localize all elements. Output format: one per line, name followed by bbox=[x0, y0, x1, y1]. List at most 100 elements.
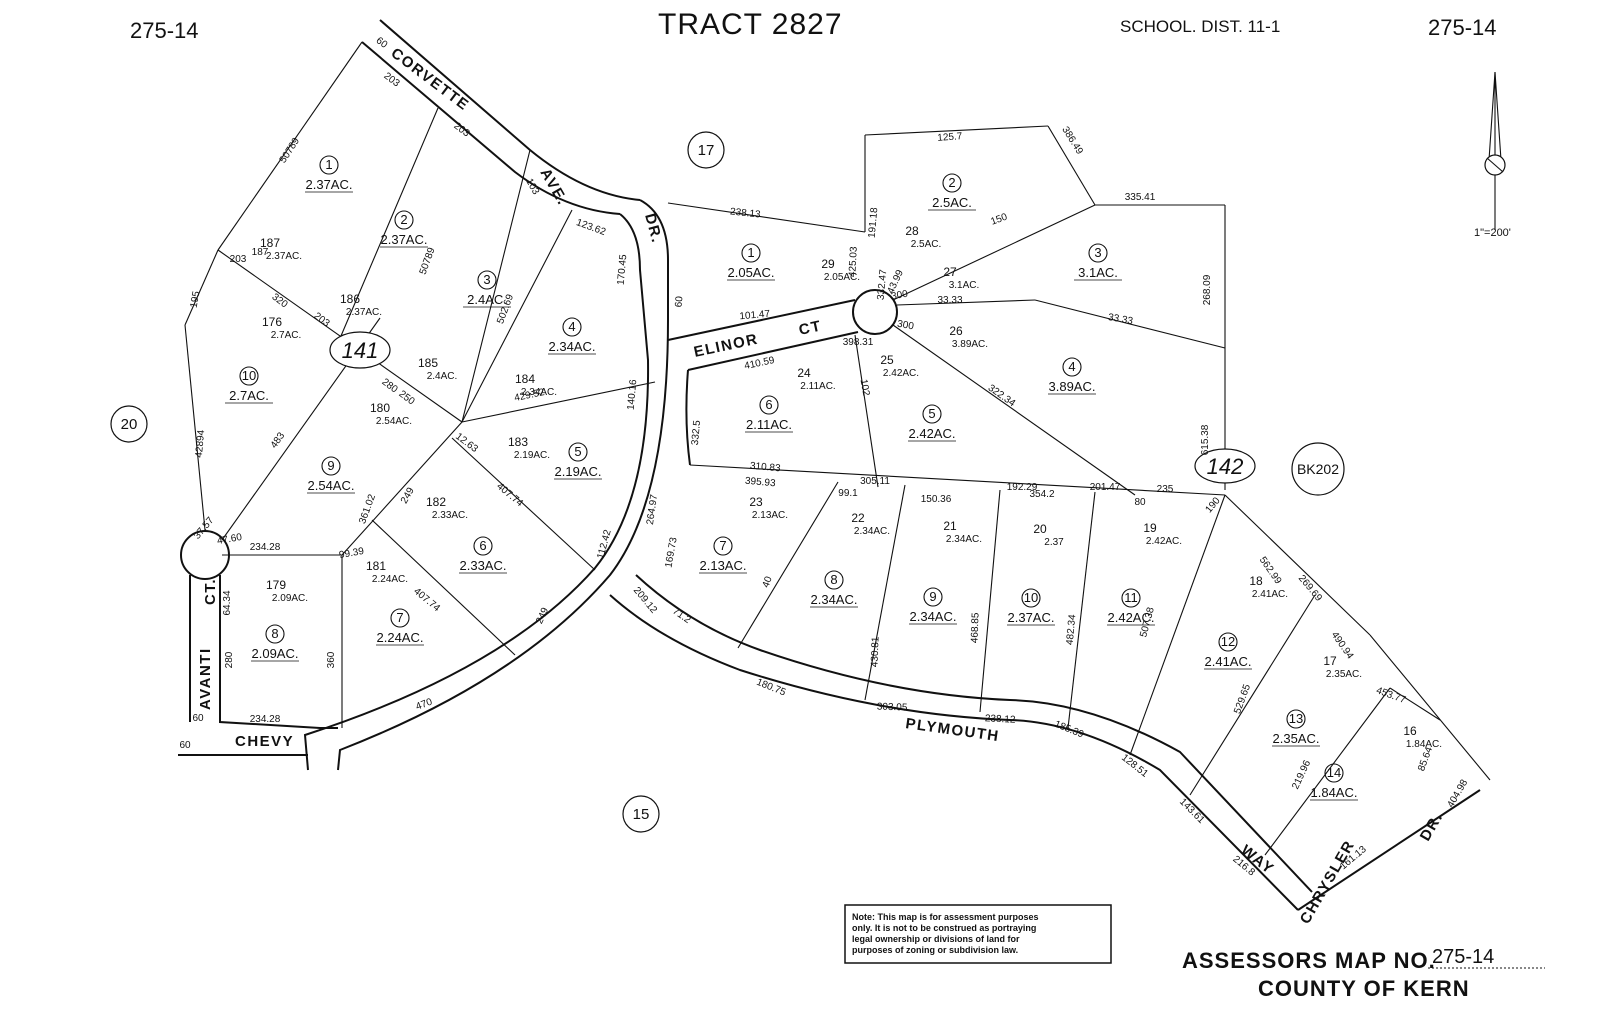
parcel-acres-25: 2.42AC. bbox=[883, 368, 919, 379]
lot-left-number-4: 4 bbox=[568, 319, 575, 334]
assessors-map-label: ASSESSORS MAP NO. bbox=[1182, 948, 1436, 973]
parcel-acres-18: 2.41AC. bbox=[1252, 589, 1288, 600]
lot-right-circle-5 bbox=[922, 404, 942, 424]
parcel-labels: 1872.37AC.1862.37AC.1762.7AC.1852.4AC.18… bbox=[260, 224, 1442, 750]
parcel-acres-186: 2.37AC. bbox=[346, 307, 382, 318]
lot-left-circle-3 bbox=[477, 270, 497, 290]
dimension-label: 361.02 bbox=[357, 492, 378, 525]
lot-right-number-10: 10 bbox=[1024, 590, 1038, 605]
lot-right-acres-14: 1.84AC. bbox=[1311, 785, 1358, 800]
parcel-number-24: 24 bbox=[797, 366, 811, 380]
neighbor-20-label: 20 bbox=[121, 416, 138, 433]
dimension-label: 482.34 bbox=[1065, 614, 1079, 646]
scale-label: 1"=200' bbox=[1474, 227, 1511, 239]
lot-right-acres-2: 2.5AC. bbox=[932, 195, 972, 210]
parcel-acres-26: 3.89AC. bbox=[952, 339, 988, 350]
lot-right-number-7: 7 bbox=[719, 538, 726, 553]
dimension-label: 300 bbox=[896, 319, 915, 333]
dimension-label: 395.93 bbox=[744, 476, 776, 490]
county-name: COUNTY OF KERN bbox=[1258, 976, 1470, 1001]
dimension-label: 332.5 bbox=[690, 419, 703, 445]
dimension-label: 430.81 bbox=[869, 636, 881, 667]
dimension-label: 234.28 bbox=[250, 542, 281, 553]
lot-right-acres-9: 2.34AC. bbox=[910, 609, 957, 624]
dimension-label: 47.60 bbox=[216, 532, 243, 547]
dimension-label: 398.31 bbox=[843, 337, 874, 348]
dimension-label: 407.74 bbox=[494, 481, 525, 509]
lot-right-circle-3 bbox=[1088, 243, 1108, 263]
road-network bbox=[178, 19, 1481, 911]
dimension-label: 615.38 bbox=[1200, 424, 1211, 455]
parcel-number-184: 184 bbox=[515, 372, 535, 386]
parcel-acres-183: 2.19AC. bbox=[514, 450, 550, 461]
neighbor-15-marker bbox=[622, 795, 660, 833]
map-ref-left: 275-14 bbox=[130, 18, 199, 43]
lot-left-circle-1 bbox=[319, 155, 339, 175]
parcel-acres-185: 2.4AC. bbox=[427, 371, 458, 382]
dimension-label: 249 bbox=[534, 606, 551, 626]
parcel-acres-181: 2.24AC. bbox=[372, 574, 408, 585]
dimension-label: 150.36 bbox=[921, 494, 952, 505]
parcel-number-16: 16 bbox=[1403, 724, 1417, 738]
dimension-label: 103 bbox=[523, 177, 541, 197]
parcel-acres-176: 2.7AC. bbox=[271, 330, 302, 341]
lot-right-number-4: 4 bbox=[1068, 359, 1075, 374]
dimension-label: 60 bbox=[179, 740, 191, 751]
dimension-label: 354.2 bbox=[1029, 489, 1054, 500]
street-corvette-ave: AVE. bbox=[537, 166, 572, 209]
lot-right-circle-2 bbox=[942, 173, 962, 193]
dimension-label: 195 bbox=[189, 290, 203, 309]
dimension-label: 468.85 bbox=[969, 612, 981, 643]
dimension-label: 425.03 bbox=[847, 246, 860, 278]
lot-right-number-6: 6 bbox=[765, 397, 772, 412]
lot-right-number-11: 11 bbox=[1124, 590, 1138, 605]
lot-left-number-2: 2 bbox=[400, 212, 407, 227]
lot-right-circle-7 bbox=[713, 536, 733, 556]
parcel-acres-180: 2.54AC. bbox=[376, 416, 412, 427]
lot-right-number-5: 5 bbox=[928, 406, 935, 421]
parcel-number-26: 26 bbox=[949, 324, 963, 338]
dimension-label: 80 bbox=[1134, 497, 1146, 508]
lot-left-number-7: 7 bbox=[396, 610, 403, 625]
dimension-label: 310.83 bbox=[749, 461, 781, 475]
dimension-label: 190 bbox=[1204, 495, 1223, 515]
parcel-number-25: 25 bbox=[880, 353, 894, 367]
neighbor-15-label: 15 bbox=[633, 806, 650, 823]
block-141-marker bbox=[329, 331, 391, 369]
dimension-label: 169.73 bbox=[663, 536, 679, 568]
parcel-acres-17: 2.35AC. bbox=[1326, 669, 1362, 680]
lot-right-acres-3: 3.1AC. bbox=[1078, 265, 1118, 280]
lot-right-number-14: 14 bbox=[1327, 765, 1341, 780]
dimension-label: 192.29 bbox=[1007, 482, 1038, 493]
lot-right-acres-12: 2.41AC. bbox=[1205, 654, 1252, 669]
dimension-label: 235 bbox=[1157, 484, 1174, 495]
lot-right-number-13: 13 bbox=[1289, 711, 1303, 726]
parcel-number-182: 182 bbox=[426, 495, 446, 509]
tract-title: TRACT 2827 bbox=[658, 8, 843, 41]
lot-right-acres-5: 2.42AC. bbox=[909, 426, 956, 441]
lot-left-circle-10 bbox=[239, 366, 259, 386]
parcel-number-186: 186 bbox=[340, 292, 360, 306]
lot-left-circle-2 bbox=[394, 210, 414, 230]
lot-left-number-8: 8 bbox=[271, 626, 278, 641]
lot-left-acres-9: 2.54AC. bbox=[308, 478, 355, 493]
lot-right-circle-13 bbox=[1286, 709, 1306, 729]
lot-right-circle-6 bbox=[759, 395, 779, 415]
dimension-label: 201.47 bbox=[1090, 482, 1121, 493]
parcel-number-187: 187 bbox=[260, 236, 280, 250]
assessors-map-number: 275-14 bbox=[1432, 946, 1494, 968]
lot-left-acres-4: 2.34AC. bbox=[549, 339, 596, 354]
parcel-number-18: 18 bbox=[1249, 574, 1263, 588]
lot-right-acres-6: 2.11AC. bbox=[746, 417, 792, 432]
note-line-2: only. It is not to be construed as portr… bbox=[852, 923, 1036, 933]
dimension-label: 483 bbox=[269, 430, 288, 450]
parcel-acres-27: 3.1AC. bbox=[949, 280, 980, 291]
school-district: SCHOOL. DIST. 11-1 bbox=[1120, 17, 1280, 36]
lot-right-acres-8: 2.34AC. bbox=[811, 592, 858, 607]
dimension-label: 238.12 bbox=[985, 713, 1017, 726]
dimension-label: 320 bbox=[270, 292, 290, 311]
parcel-acres-29: 2.05AC. bbox=[824, 272, 860, 283]
lot-left-number-6: 6 bbox=[479, 538, 486, 553]
north-arrow-icon bbox=[1484, 71, 1506, 230]
dimension-label: 429.52 bbox=[513, 387, 546, 404]
